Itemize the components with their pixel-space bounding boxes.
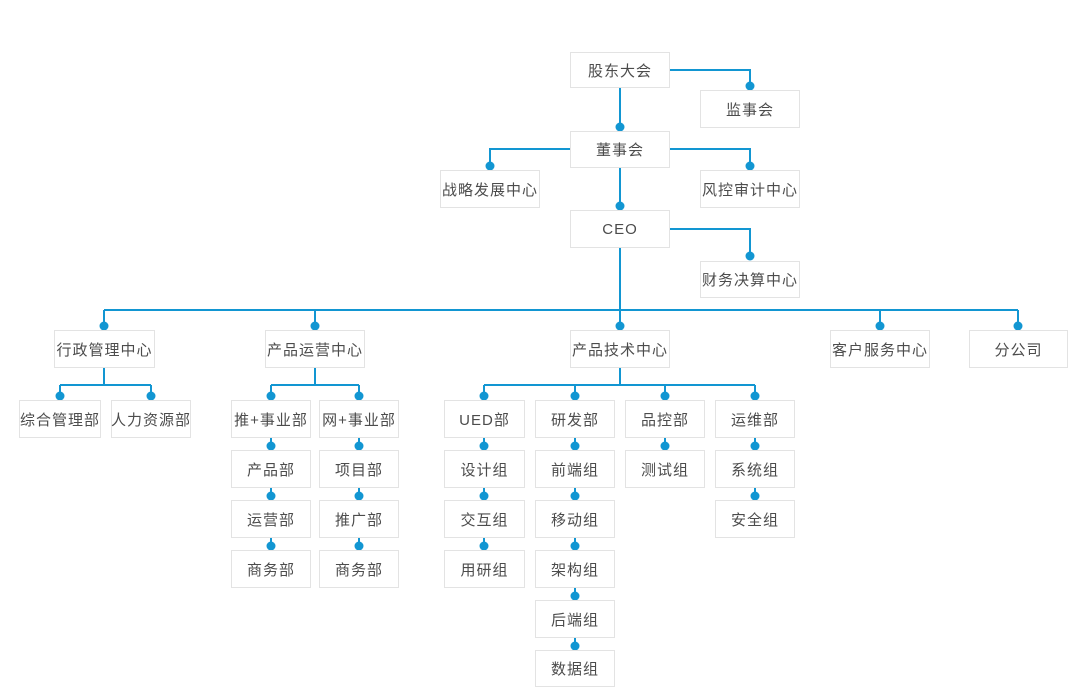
org-node-user-research-group: 用研组 [444, 550, 525, 588]
org-node-customer-service-center: 客户服务中心 [830, 330, 930, 368]
org-node-data-group: 数据组 [535, 650, 615, 687]
org-node-rd-dept: 研发部 [535, 400, 615, 438]
org-node-security-group: 安全组 [715, 500, 795, 538]
org-node-general-mgmt-dept: 综合管理部 [19, 400, 101, 438]
org-node-ued-dept: UED部 [444, 400, 525, 438]
org-node-project-dept: 项目部 [319, 450, 399, 488]
org-node-backend-group: 后端组 [535, 600, 615, 638]
org-node-system-group: 系统组 [715, 450, 795, 488]
org-node-risk-audit-center: 风控审计中心 [700, 170, 800, 208]
org-node-design-group: 设计组 [444, 450, 525, 488]
org-node-business-dept-tui: 商务部 [231, 550, 311, 588]
org-node-testing-group: 测试组 [625, 450, 705, 488]
org-node-branch-company: 分公司 [969, 330, 1068, 368]
org-node-finance-center: 财务决算中心 [700, 261, 800, 298]
org-node-product-dept: 产品部 [231, 450, 311, 488]
org-node-hr-dept: 人力资源部 [111, 400, 191, 438]
org-node-shareholders: 股东大会 [570, 52, 670, 88]
org-node-wang-business-unit: 网+事业部 [319, 400, 399, 438]
org-node-interaction-group: 交互组 [444, 500, 525, 538]
org-node-architecture-group: 架构组 [535, 550, 615, 588]
org-node-mobile-group: 移动组 [535, 500, 615, 538]
org-node-board: 董事会 [570, 131, 670, 168]
org-node-business-dept-wang: 商务部 [319, 550, 399, 588]
org-node-supervisory: 监事会 [700, 90, 800, 128]
org-node-frontend-group: 前端组 [535, 450, 615, 488]
org-node-om-dept: 运维部 [715, 400, 795, 438]
org-node-strategy-center: 战略发展中心 [440, 170, 540, 208]
org-node-qa-dept: 品控部 [625, 400, 705, 438]
org-node-operations-dept: 运营部 [231, 500, 311, 538]
org-node-promotion-dept: 推广部 [319, 500, 399, 538]
org-node-product-tech-center: 产品技术中心 [570, 330, 670, 368]
org-node-product-ops-center: 产品运营中心 [265, 330, 365, 368]
org-node-admin-center: 行政管理中心 [54, 330, 155, 368]
org-node-tui-business-unit: 推+事业部 [231, 400, 311, 438]
org-node-ceo: CEO [570, 210, 670, 248]
